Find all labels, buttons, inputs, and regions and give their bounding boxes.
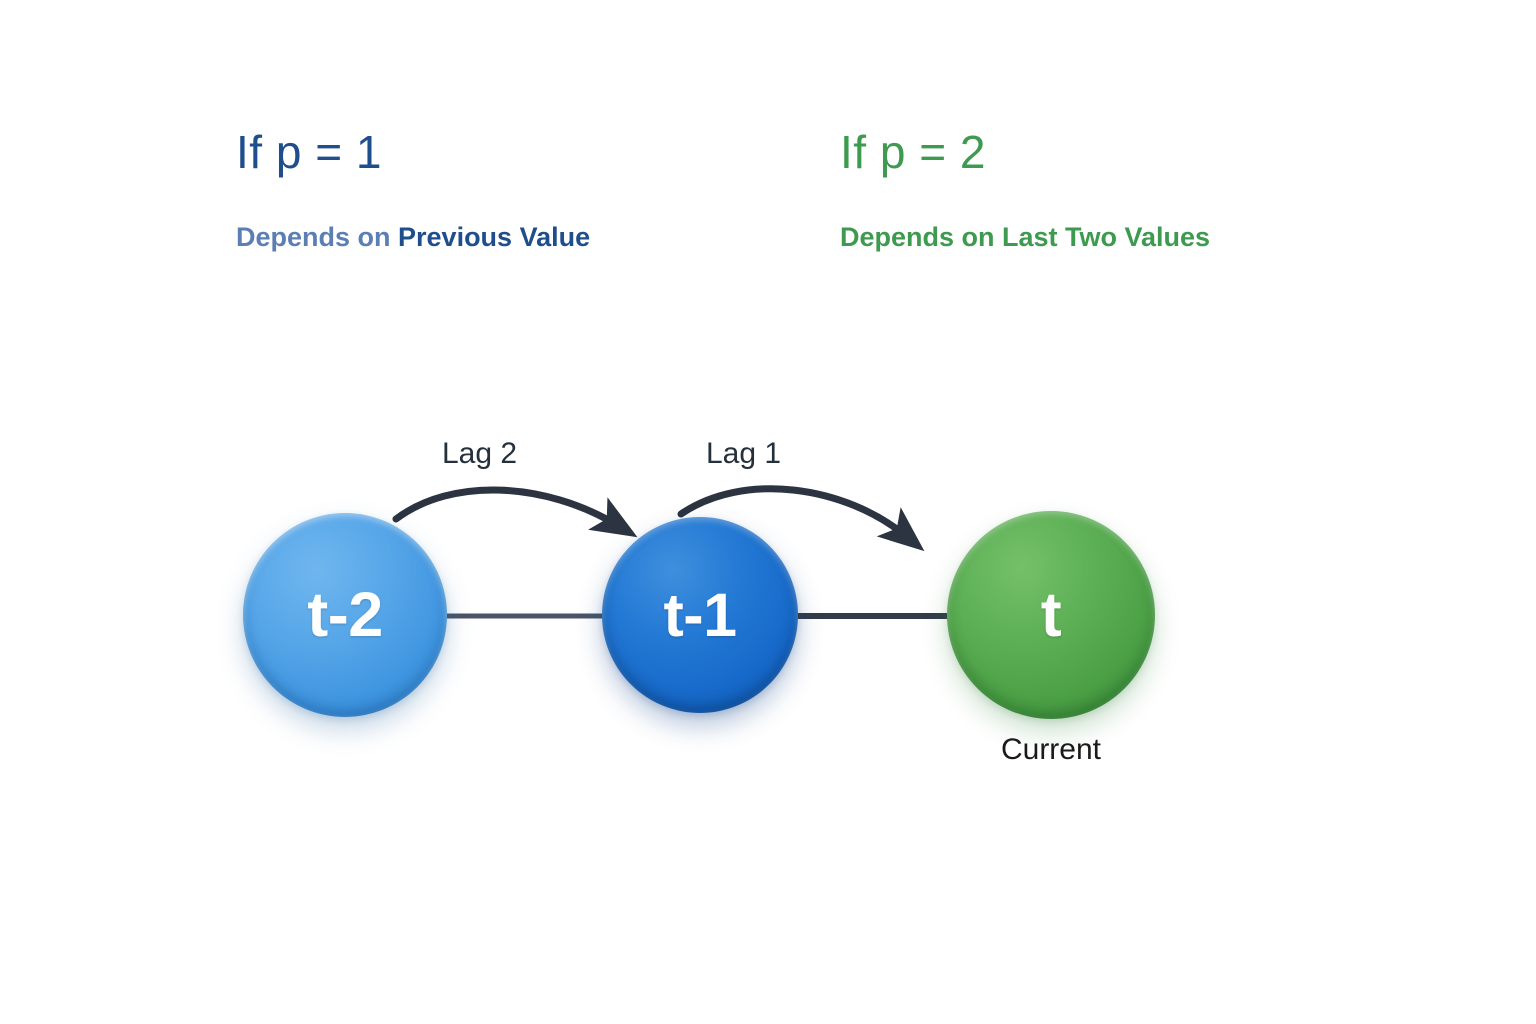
node-t-minus-1-label: t-1 [663,581,737,649]
lag-1-label: Lag 1 [706,437,782,470]
heading-block-p2: If p = 2 Depends on Last Two Values [840,128,1210,253]
node-t-minus-2[interactable]: t-2 [243,513,447,717]
heading-subtitle-p1-lead: Depends on [236,222,399,253]
heading-title-p2: If p = 2 [840,126,986,178]
lag-1-arrow [677,485,925,552]
lag-2-arrow [392,486,638,538]
heading-title-p1: If p = 1 [236,126,382,178]
node-t-current-caption: Current [1000,733,1102,766]
heading-block-p1: If p = 1 Depends on Previous Value [236,128,590,253]
heading-subtitle-p2: Depends on Last Two Values [840,222,1211,253]
heading-subtitle-p1: Depends on Previous Value [236,222,591,253]
heading-subtitle-p1-emphasis: Previous Value [398,222,591,253]
node-t-minus-1[interactable]: t-1 [602,517,798,713]
node-t-current[interactable]: t [947,511,1155,719]
lag-2-label: Lag 2 [442,437,518,470]
node-t-current-label: t [1040,580,1062,650]
node-t-minus-2-label: t-2 [307,580,383,650]
